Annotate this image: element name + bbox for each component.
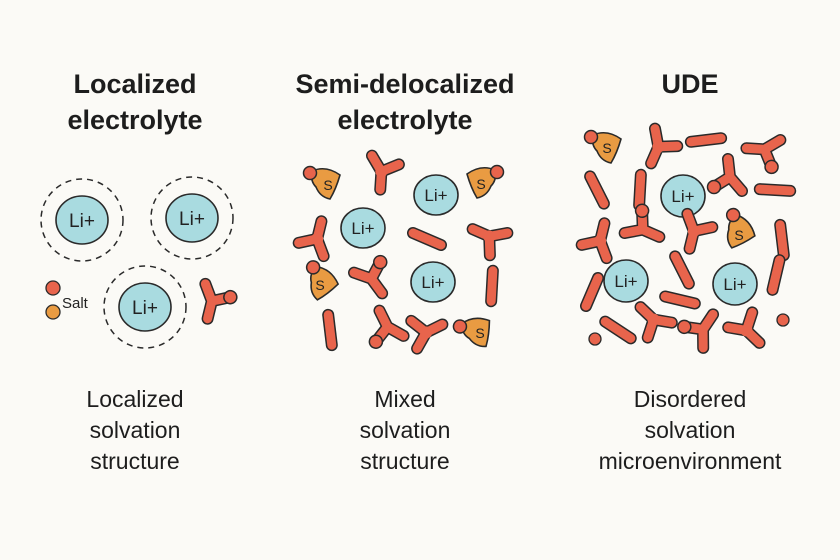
panel-caption: Disordered solvation microenvironment xyxy=(598,386,782,474)
li-ion-label: Li+ xyxy=(132,298,158,319)
panel-caption: Mixed solvation structure xyxy=(359,386,451,474)
panel-title: UDE xyxy=(661,69,719,99)
li-ion-shell: Li+ xyxy=(40,178,124,262)
panel-semi-delocalized: Semi-delocalized electrolyte Mixed solva… xyxy=(270,0,540,560)
solvent-label: S xyxy=(315,277,324,293)
panel-localized-scene: Li+ Li+ Li+ Salt xyxy=(40,176,239,349)
salt-label: Salt xyxy=(62,295,89,312)
panel-semi-delocalized-scene: Li+ Li+ Li+ S S S S xyxy=(295,156,508,354)
svg-text:Li+: Li+ xyxy=(424,186,447,205)
li-ion-label: Li+ xyxy=(179,209,205,230)
panel-title: Semi-delocalized electrolyte xyxy=(295,69,515,135)
li-ion-shell: Li+ xyxy=(150,176,234,260)
svg-text:Li+: Li+ xyxy=(723,275,746,294)
li-ion: Li+ xyxy=(413,174,459,216)
li-ion: Li+ xyxy=(603,259,649,303)
svg-text:S: S xyxy=(323,177,332,193)
solvent-label: S xyxy=(476,176,485,192)
li-ion: Li+ xyxy=(410,261,456,303)
li-ion: Li+ xyxy=(660,174,706,218)
li-ion: Li+ xyxy=(340,207,386,249)
svg-text:Li+: Li+ xyxy=(421,273,444,292)
panel-caption: Localized solvation structure xyxy=(86,386,184,474)
solvent-label: S xyxy=(734,227,743,243)
panel-localized: Localized electrolyte Localized solvatio… xyxy=(0,0,270,560)
anion-bead xyxy=(588,332,602,346)
panel-ude-scene: Li+ Li+ Li+ S S xyxy=(580,128,794,352)
salt-legend: Salt xyxy=(45,280,89,320)
panel-title: Localized electrolyte xyxy=(67,69,203,135)
svg-text:Li+: Li+ xyxy=(351,219,374,238)
anion-bead xyxy=(776,313,790,327)
solvent-label: S xyxy=(602,140,611,156)
solvent-molecule: S xyxy=(302,165,341,200)
li-ion: Li+ xyxy=(712,262,758,306)
solvent-label: S xyxy=(475,325,484,341)
panel-ude: UDE Disordered solvation microenvironmen… xyxy=(540,0,840,560)
li-ion-label: Li+ xyxy=(69,211,95,232)
svg-text:Li+: Li+ xyxy=(614,272,637,291)
li-ion-shell: Li+ xyxy=(103,265,187,349)
svg-text:Li+: Li+ xyxy=(671,187,694,206)
